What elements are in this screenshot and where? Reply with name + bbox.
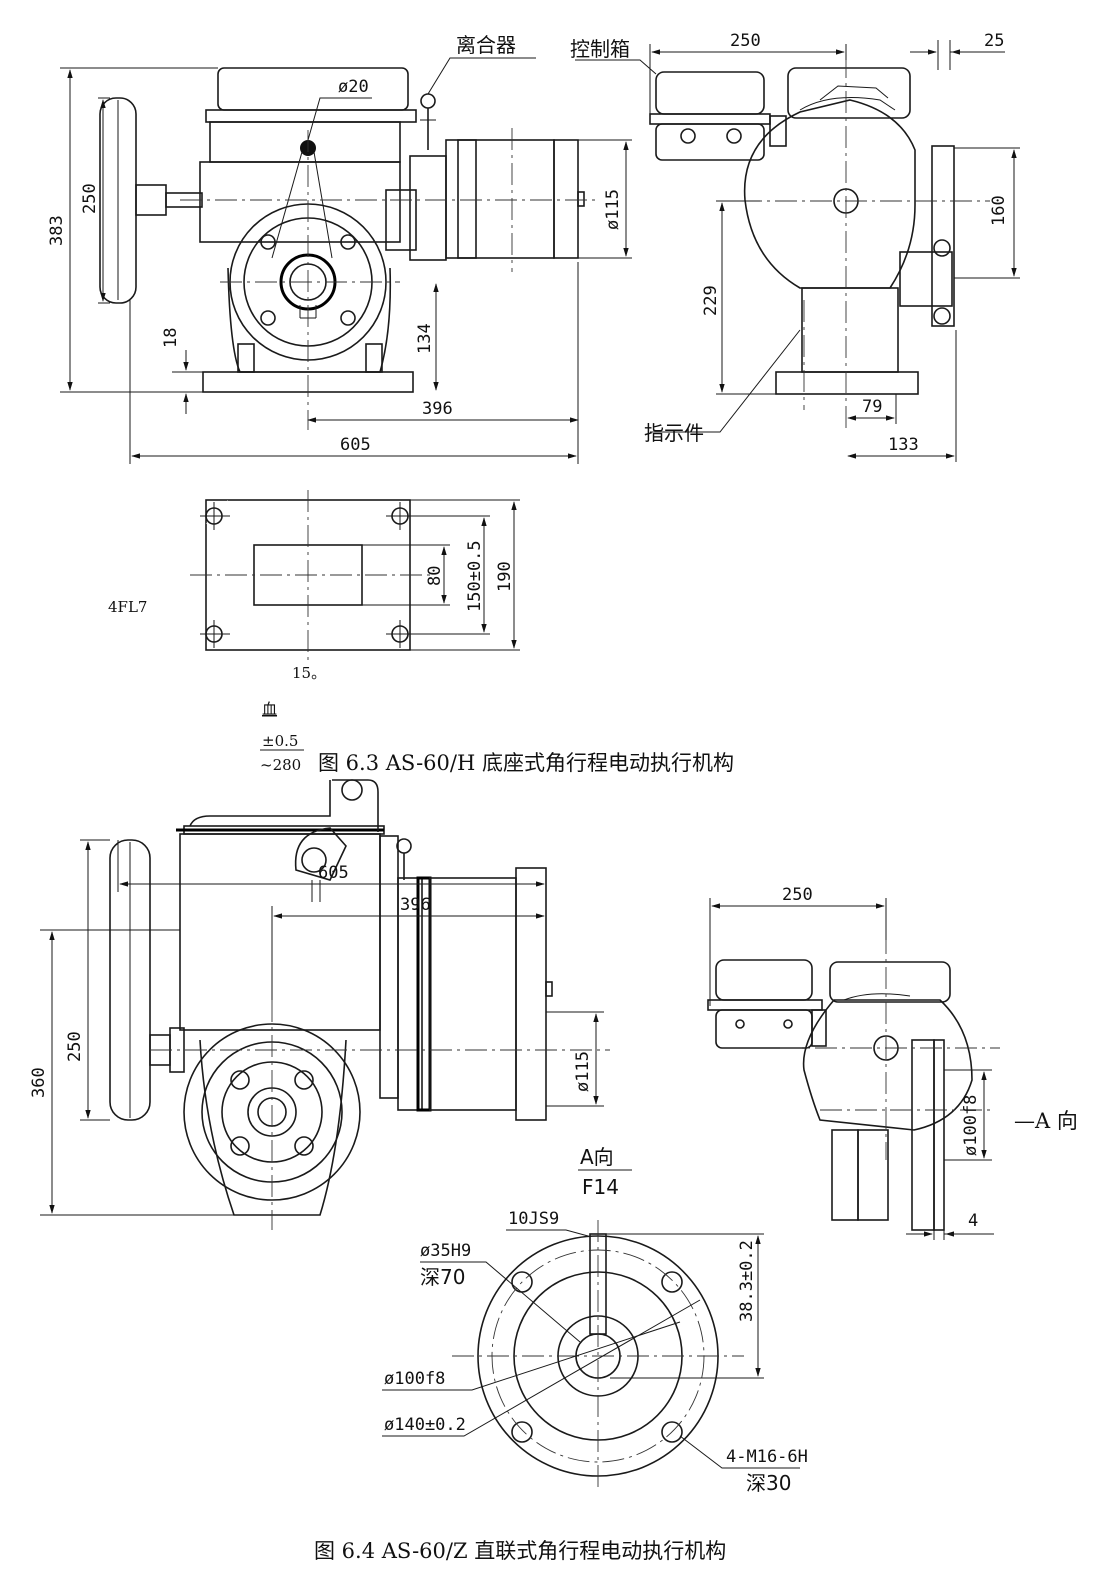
ocr-4fl7: 4FL7 [108, 598, 147, 616]
handwheel [109, 839, 185, 1121]
clutch-lever [396, 838, 412, 880]
dim-605: 605 [340, 435, 371, 455]
dim-133: 133 [888, 435, 919, 455]
view-a-10js9: 10JS9 [508, 1209, 559, 1229]
fig63-side-view: 控制箱 250 25 160 229 79 133 指示件 [570, 31, 1020, 462]
top-cover [205, 67, 417, 163]
dim-150: 150±0.5 [465, 540, 485, 612]
indicator-pointer [271, 140, 333, 259]
label-clutch: 离合器 [456, 33, 516, 57]
label-indicator: 指示件 [644, 421, 704, 445]
dim-phi115: ø115 [603, 189, 623, 230]
dim-phi20: ø20 [338, 77, 369, 97]
caption-fig63: 图 6.3 AS-60/H 底座式角行程电动执行机构 [318, 751, 734, 775]
motor [445, 139, 585, 259]
side-body [802, 993, 973, 1231]
view-a-phi100: ø100f8 [384, 1369, 445, 1389]
view-a-phi35: ø35H9 [420, 1241, 471, 1261]
dim-396: 396 [422, 399, 453, 419]
fig64-view-a: A向 F14 10JS9 ø35H9 深70 38.3±0.2 ø100f8 ø… [382, 1145, 808, 1495]
caption-fig64: 图 6.4 AS-60/Z 直联式角行程电动执行机构 [314, 1539, 726, 1563]
ocr-approx: ~280 [260, 756, 301, 774]
dim-605: 605 [318, 863, 349, 883]
label-a-direction: —A 向 [1014, 1109, 1078, 1133]
view-a-depth70: 深70 [420, 1265, 465, 1289]
clutch-lever [420, 93, 436, 150]
dim-80: 80 [425, 566, 445, 586]
view-a-title: A向 [580, 1145, 614, 1169]
label-control-box: 控制箱 [570, 37, 630, 61]
control-box [649, 67, 911, 161]
gearbox-body [199, 835, 399, 1216]
dim-160: 160 [989, 195, 1009, 226]
dim-4: 4 [968, 1211, 978, 1231]
dim-229: 229 [701, 285, 721, 316]
dim-79: 79 [862, 397, 882, 417]
view-a-38-3: 38.3±0.2 [737, 1240, 757, 1322]
ocr-15: 15。 [292, 664, 326, 682]
ocr-xue: 血 [262, 700, 277, 718]
side-body [743, 85, 955, 395]
view-a-f14: F14 [582, 1175, 619, 1199]
view-a-depth30: 深30 [746, 1471, 791, 1495]
dim-phi100f8-side: ø100f8 [961, 1095, 981, 1156]
handwheel [99, 97, 203, 304]
dim-360: 360 [29, 1067, 49, 1098]
fig63-base-plan: 80 150±0.5 190 [190, 490, 520, 664]
view-a-m16: 4-M16-6H [726, 1447, 808, 1467]
view-a-phi140: ø140±0.2 [384, 1415, 466, 1435]
dim-250: 250 [80, 183, 100, 214]
dim-134: 134 [415, 323, 435, 354]
dim-phi115: ø115 [573, 1051, 593, 1092]
fig63-front-view: ø20 离合器 383 250 18 134 396 605 ø115 [47, 33, 632, 464]
fig64-side-view: 250 ø100f8 4 —A 向 [707, 885, 1078, 1240]
dim-190: 190 [495, 561, 515, 592]
top-cover [176, 779, 385, 1031]
dim-250: 250 [65, 1031, 85, 1062]
gearbox-body [199, 155, 447, 373]
dim-383: 383 [47, 215, 67, 246]
dim-top-250: 250 [730, 31, 761, 51]
control-box [707, 959, 951, 1049]
dim-25: 25 [984, 31, 1004, 51]
dim-top-250: 250 [782, 885, 813, 905]
ocr-pm: ±0.5 [262, 732, 298, 750]
dim-396: 396 [400, 895, 431, 915]
fig64-front-view: 605 396 360 250 ø115 [29, 779, 610, 1230]
motor [397, 867, 553, 1121]
dim-18: 18 [161, 328, 181, 348]
